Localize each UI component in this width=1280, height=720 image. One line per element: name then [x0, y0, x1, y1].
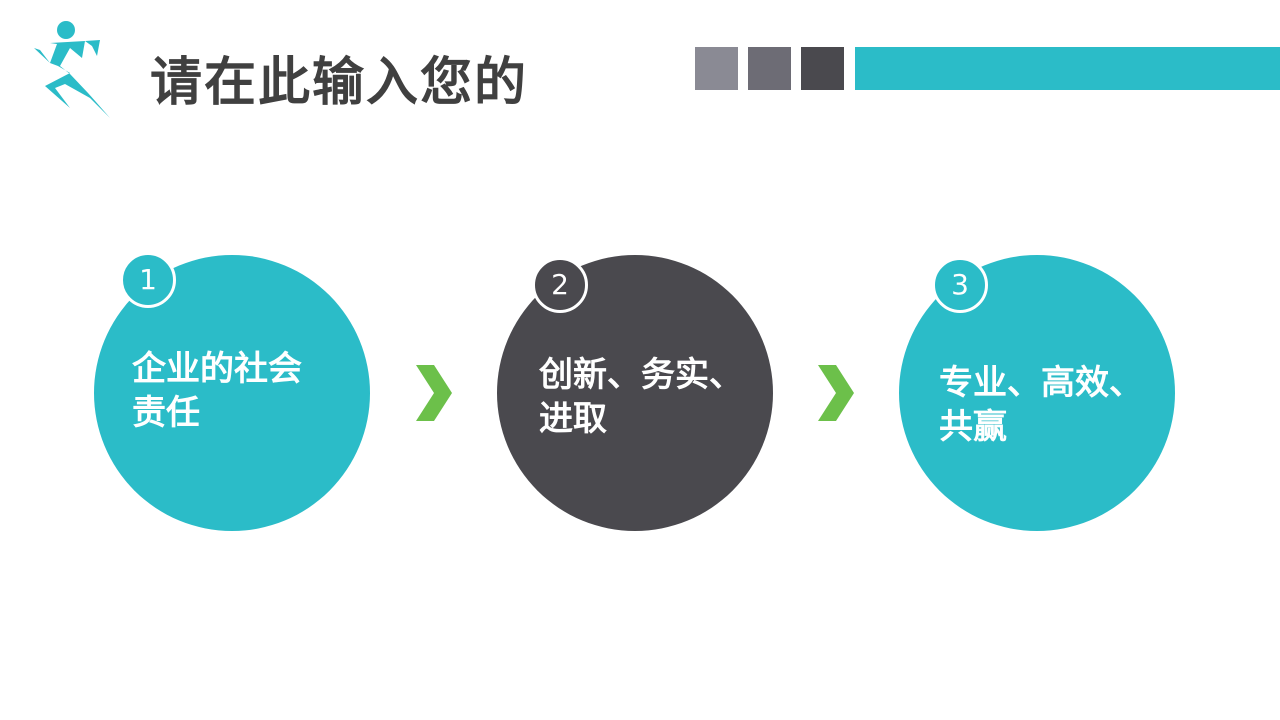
running-man-icon	[34, 21, 110, 118]
chevron-right-icon	[818, 365, 854, 421]
step-2-number: 2	[532, 257, 588, 313]
page-title: 请在此输入您的	[150, 53, 529, 113]
decor-square-2	[748, 47, 791, 90]
decor-square-1	[695, 47, 738, 90]
step-1-text: 企业的社会责任	[132, 349, 302, 433]
step-3-text: 专业、高效、共赢	[939, 363, 1143, 447]
chevron-right-icon	[416, 365, 452, 421]
decor-bar	[855, 47, 1280, 90]
step-2-text: 创新、务实、进取	[539, 355, 743, 439]
step-1-number: 1	[120, 252, 176, 308]
decor-square-3	[801, 47, 844, 90]
step-3-number: 3	[932, 257, 988, 313]
